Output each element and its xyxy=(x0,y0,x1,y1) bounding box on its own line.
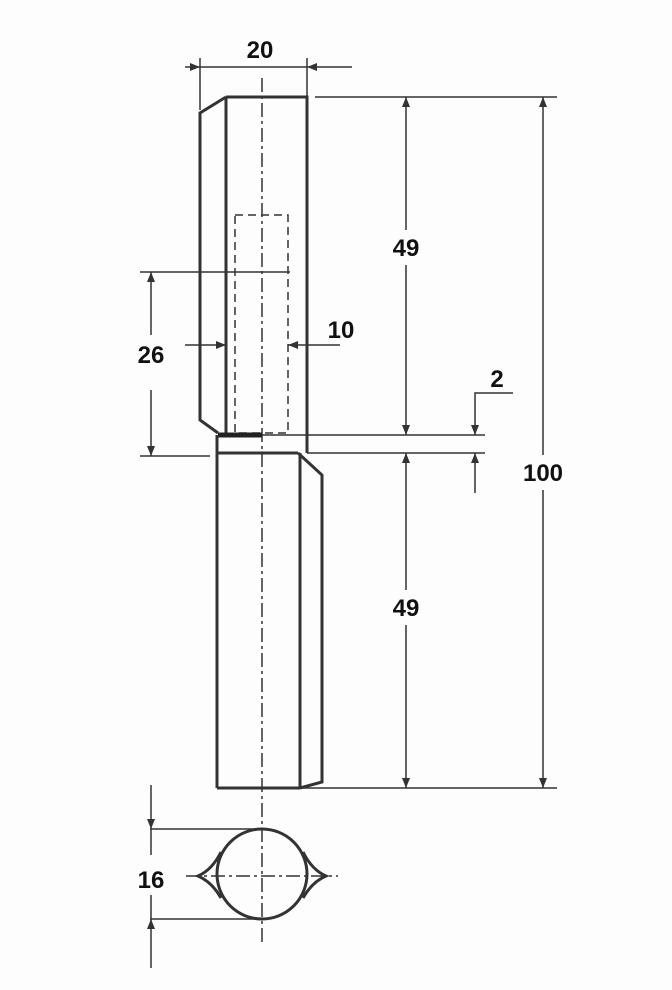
svg-text:49: 49 xyxy=(393,595,420,622)
thread-hidden-lines xyxy=(234,214,289,434)
cross-section-view xyxy=(186,827,338,921)
dimension-thread-diameter: 10 xyxy=(185,317,355,349)
svg-text:49: 49 xyxy=(393,235,420,262)
svg-text:2: 2 xyxy=(490,366,503,393)
upper-hinge-part xyxy=(198,95,309,453)
extension-lines xyxy=(140,58,557,920)
svg-text:16: 16 xyxy=(138,867,165,894)
svg-text:10: 10 xyxy=(328,317,355,344)
svg-text:100: 100 xyxy=(523,460,563,487)
svg-text:20: 20 xyxy=(247,37,274,64)
dimension-upper-length: 49 xyxy=(393,97,420,435)
dimension-width-top: 20 xyxy=(185,37,352,71)
dimension-thread-length: 26 xyxy=(138,272,165,456)
lower-hinge-part xyxy=(215,435,324,790)
dimension-diameter: 16 xyxy=(138,785,165,968)
dimension-lower-length: 49 xyxy=(393,453,420,788)
dimension-gap: 2 xyxy=(471,366,513,493)
dimension-total-length: 100 xyxy=(523,97,563,788)
svg-text:26: 26 xyxy=(138,342,165,369)
